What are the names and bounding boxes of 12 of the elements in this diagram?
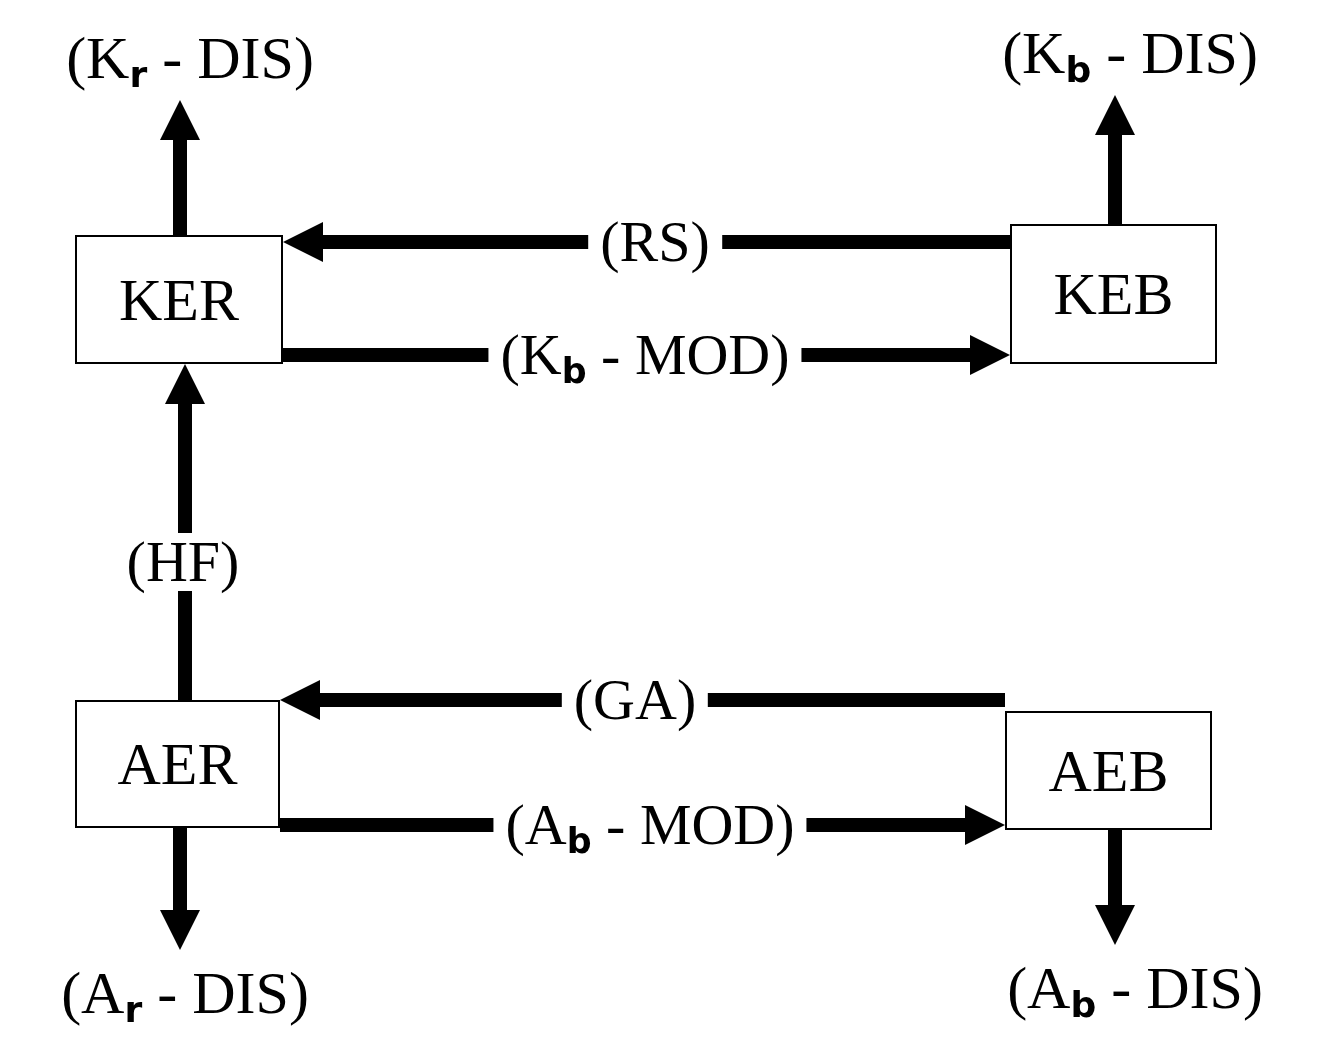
outcome-text: (A$_{b}$ - DIS) — [960, 945, 1310, 1030]
process-box: KER — [75, 235, 283, 364]
process-box: AEB — [1005, 711, 1212, 830]
arrow — [160, 828, 200, 950]
process-box: KEB — [1010, 224, 1217, 364]
outcome-text: (A$_{r}$ - DIS) — [10, 950, 360, 1035]
arrow — [1095, 95, 1135, 224]
arrow — [1095, 830, 1135, 945]
outcome-text: (K$_{r}$ - DIS) — [15, 15, 365, 100]
arrow — [160, 100, 200, 235]
process-box: AER — [75, 700, 280, 828]
outcome-text: (K$_{b}$ - DIS) — [955, 10, 1305, 95]
